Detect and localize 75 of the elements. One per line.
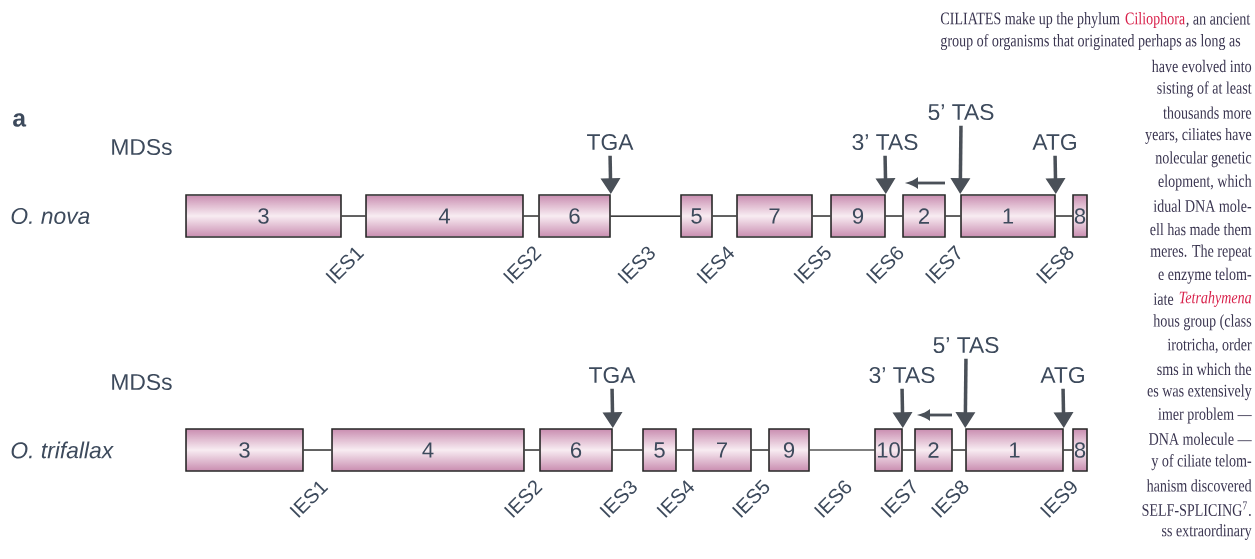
mds-box: 3 [185,194,342,238]
article-text: CILIATES make up the phylum [940,12,1120,28]
mds-box: 4 [331,428,525,472]
connector-line [524,449,540,451]
mds-box: 6 [538,194,611,238]
connector-line [945,215,961,217]
site-label: 5’ TAS [933,336,999,354]
site-label: 5’ TAS [928,103,994,121]
mds-box: 5 [642,428,677,472]
connector-line [610,215,681,217]
species-name: O. nova [11,207,90,225]
connector-line [1063,449,1073,451]
panel-letter: a [13,113,27,127]
mds-box: 2 [914,428,953,472]
site-label: 3’ TAS [869,366,935,384]
mds-box: 1 [960,194,1056,238]
mds-box: 9 [768,428,810,472]
article-text: elopment, which [1158,174,1252,191]
connector-line [902,449,915,451]
site-label: 3’ TAS [852,133,918,151]
article-text: iate [1153,293,1174,305]
connector-line [885,215,903,217]
connector-line [809,449,875,451]
mds-box: 1 [965,428,1064,472]
mds-box: 4 [365,194,524,238]
mds-box: 3 [185,428,304,472]
article-text: thousands more [1163,106,1252,119]
site-label: ATG [1040,366,1084,384]
article-text: hanism discovered [1146,479,1252,492]
article-text: , an ancient [1186,12,1251,28]
article-text: years, ciliates have [1145,127,1252,144]
connector-line [1055,215,1073,217]
article-text: sisting of at least [1157,81,1252,98]
mds-box: 8 [1072,194,1088,238]
mds-box: 5 [680,194,713,238]
article-text: imer problem — [1158,407,1252,424]
article-text: ss extraordinary [1162,524,1252,540]
mds-box: 2 [902,194,946,238]
connector-line [712,215,737,217]
mds-box: 7 [736,194,813,238]
connector-line [751,449,769,451]
connector-line [303,449,332,451]
article-text: have evolved into [1151,59,1252,73]
site-label: ATG [1032,133,1076,151]
article-text: meres. The repeat [1150,244,1252,261]
article-text: y of ciliate telom- [1151,454,1252,471]
article-text: idual DNA mole- [1153,199,1252,212]
article-text: sms in which the [1157,362,1252,376]
species-name: O. trifallax [11,441,114,459]
article-text: DNA molecule — [1149,432,1252,445]
connector-line [952,449,966,451]
mds-box: 9 [830,194,886,238]
article-text: SELF-SPLICING$^{7}$. [1142,501,1251,517]
connector-line [676,449,693,451]
site-label: TGA [587,133,634,151]
row-heading: MDSs [112,138,172,156]
article-text: Ciliophora [1125,12,1185,28]
connector-line [523,215,539,217]
connector-line [341,215,366,217]
mds-box: 8 [1072,428,1088,472]
article-text: Tetrahymena [1179,291,1252,307]
article-text: nolecular genetic [1155,151,1252,168]
article-text: irotricha, order [1167,338,1252,354]
mds-box: 10 [874,428,903,472]
article-text: hous group (class [1153,314,1252,331]
connector-line [612,449,643,451]
site-label: TGA [589,366,636,384]
article-text: ell has made them [1150,222,1252,236]
article-text: group of organisms that originated perhaps as long as [940,33,1241,51]
article-text: e enzyme telom- [1158,267,1252,284]
mds-box: 6 [539,428,613,472]
connector-line [812,215,831,217]
article-text: es was extensively [1147,384,1252,401]
row-heading: MDSs [112,373,172,391]
mds-box: 7 [692,428,752,472]
